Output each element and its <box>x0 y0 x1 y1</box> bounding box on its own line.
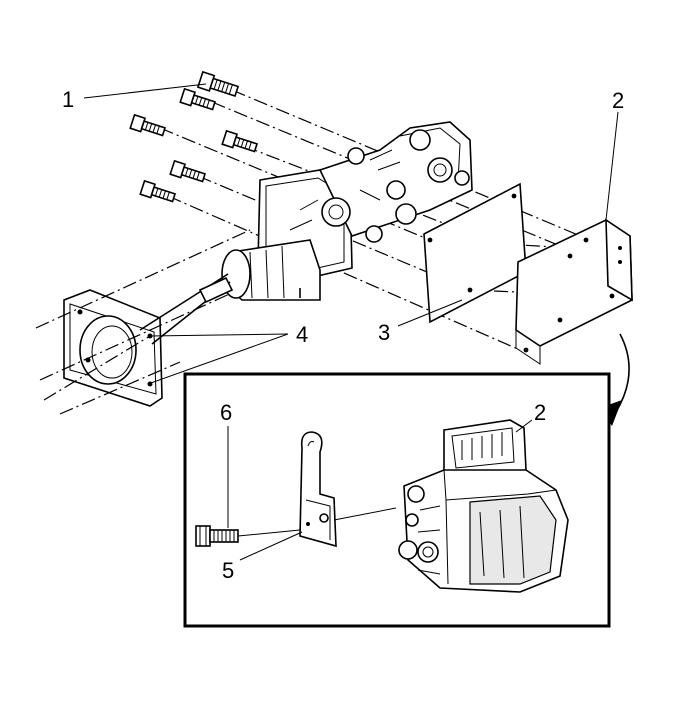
callout-2-main: 2 <box>612 88 624 113</box>
mounting-plate <box>63 289 163 407</box>
bracket-5 <box>299 431 397 548</box>
modulator-assembly <box>139 121 473 345</box>
callout-6: 6 <box>220 400 232 425</box>
callout-3: 3 <box>378 320 390 345</box>
detail-inset: 6 5 2 <box>183 372 611 628</box>
leader-lines-main <box>83 83 619 385</box>
callout-4: 4 <box>296 322 308 347</box>
callout-1: 1 <box>62 87 74 112</box>
callout-5: 5 <box>222 558 234 583</box>
bolt-6 <box>195 525 301 547</box>
callout-2-inset: 2 <box>534 400 546 425</box>
bracket-2 <box>515 218 633 365</box>
control-module <box>398 419 569 593</box>
bolt-group-1 <box>129 70 259 203</box>
